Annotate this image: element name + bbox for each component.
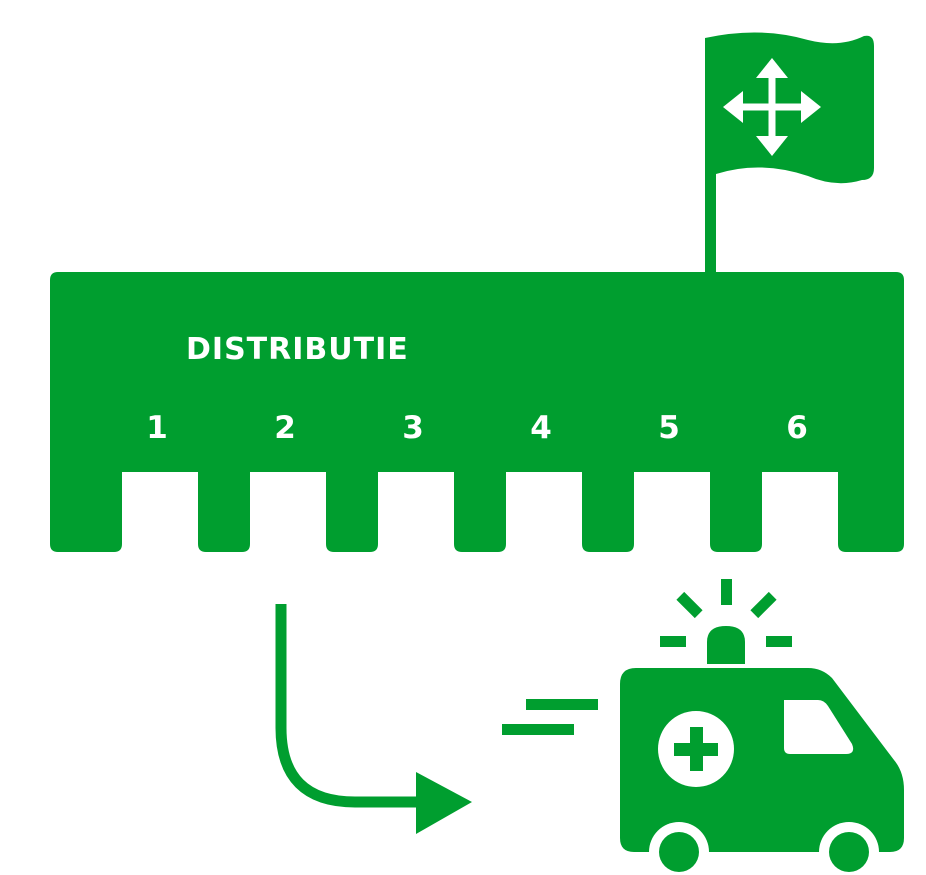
speed-lines-icon <box>502 699 598 735</box>
slot-numbers: 1 2 3 4 5 6 <box>146 410 808 446</box>
curved-arrow-icon <box>275 604 472 834</box>
wheel-icon <box>649 822 709 875</box>
slot-number: 4 <box>530 410 552 446</box>
move-arrows-icon <box>735 70 809 144</box>
slot-number: 3 <box>402 410 424 446</box>
medical-cross-icon <box>674 727 718 771</box>
ambulance-window <box>784 700 854 754</box>
move-arrows-flag-icon <box>705 32 874 274</box>
slot-number: 6 <box>786 410 808 446</box>
arrow-head <box>416 772 472 834</box>
flag-pole <box>705 150 716 274</box>
siren-light-icon <box>707 626 745 664</box>
move-arrowheads <box>723 58 821 156</box>
diagram-title: DISTRIBUTIE <box>186 332 409 367</box>
distribution-board <box>50 272 904 552</box>
slot-number: 5 <box>658 410 680 446</box>
arrow-shaft <box>275 604 425 808</box>
ambulance-icon <box>502 579 904 875</box>
wheel-icon <box>819 822 879 875</box>
slot-number: 2 <box>274 410 296 446</box>
slot-number: 1 <box>146 410 168 446</box>
siren-rays-icon <box>660 579 792 647</box>
